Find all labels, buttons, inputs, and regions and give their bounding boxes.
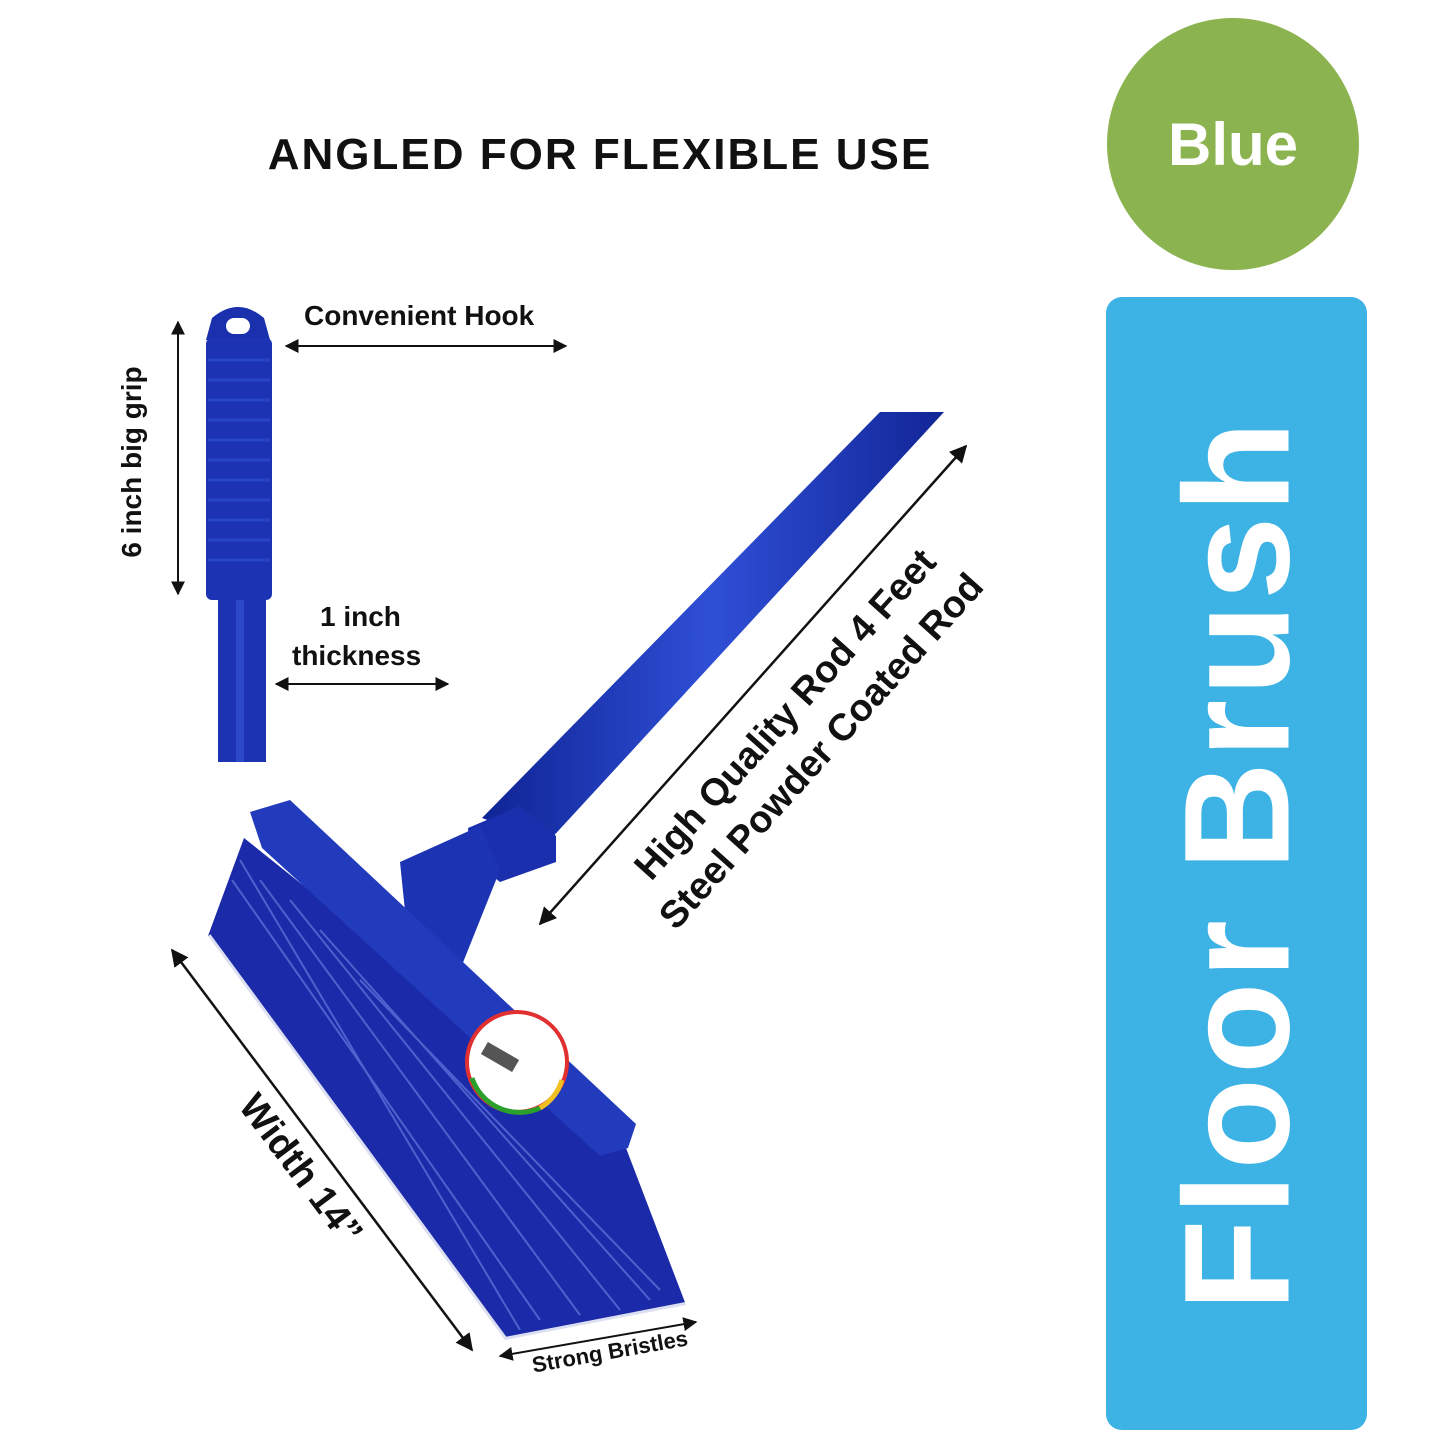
thickness-label-line2: thickness	[292, 640, 422, 671]
grip-label: 6 inch big grip	[116, 366, 147, 558]
brush-head	[205, 800, 687, 1344]
width-arrow	[170, 948, 474, 1352]
color-label: Blue	[1167, 110, 1299, 178]
hook-label: Convenient Hook	[304, 300, 535, 331]
bristles-arrow	[498, 1317, 698, 1361]
hook-hole	[226, 318, 250, 334]
headline: ANGLED FOR FLEXIBLE USE	[267, 130, 933, 179]
color-badge: Blue	[1107, 18, 1359, 270]
handle-closeup	[206, 307, 272, 762]
rod-arrow	[538, 444, 968, 926]
product-name: Floor Brush	[1152, 416, 1320, 1311]
product-illustration	[170, 307, 968, 1361]
grip	[206, 338, 272, 600]
product-name-panel: Floor Brush	[1106, 297, 1367, 1430]
thickness-label-line1: 1 inch	[320, 601, 401, 632]
